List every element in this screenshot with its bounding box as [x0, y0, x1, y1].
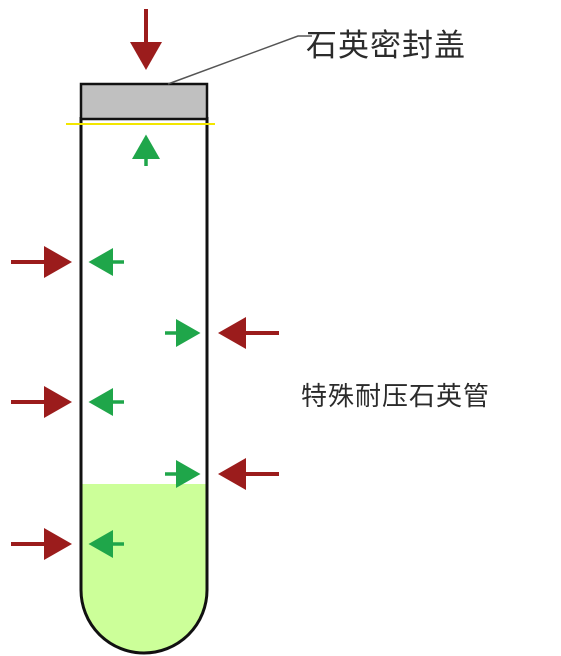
- cap-label: 石英密封盖: [306, 28, 466, 64]
- cap-leader-line: [167, 35, 312, 85]
- quartz-cap: [79, 82, 209, 121]
- liquid-fill: [81, 484, 207, 653]
- quartz-tube-outline: [79, 117, 209, 655]
- tube-label: 特殊耐压石英管: [301, 382, 491, 412]
